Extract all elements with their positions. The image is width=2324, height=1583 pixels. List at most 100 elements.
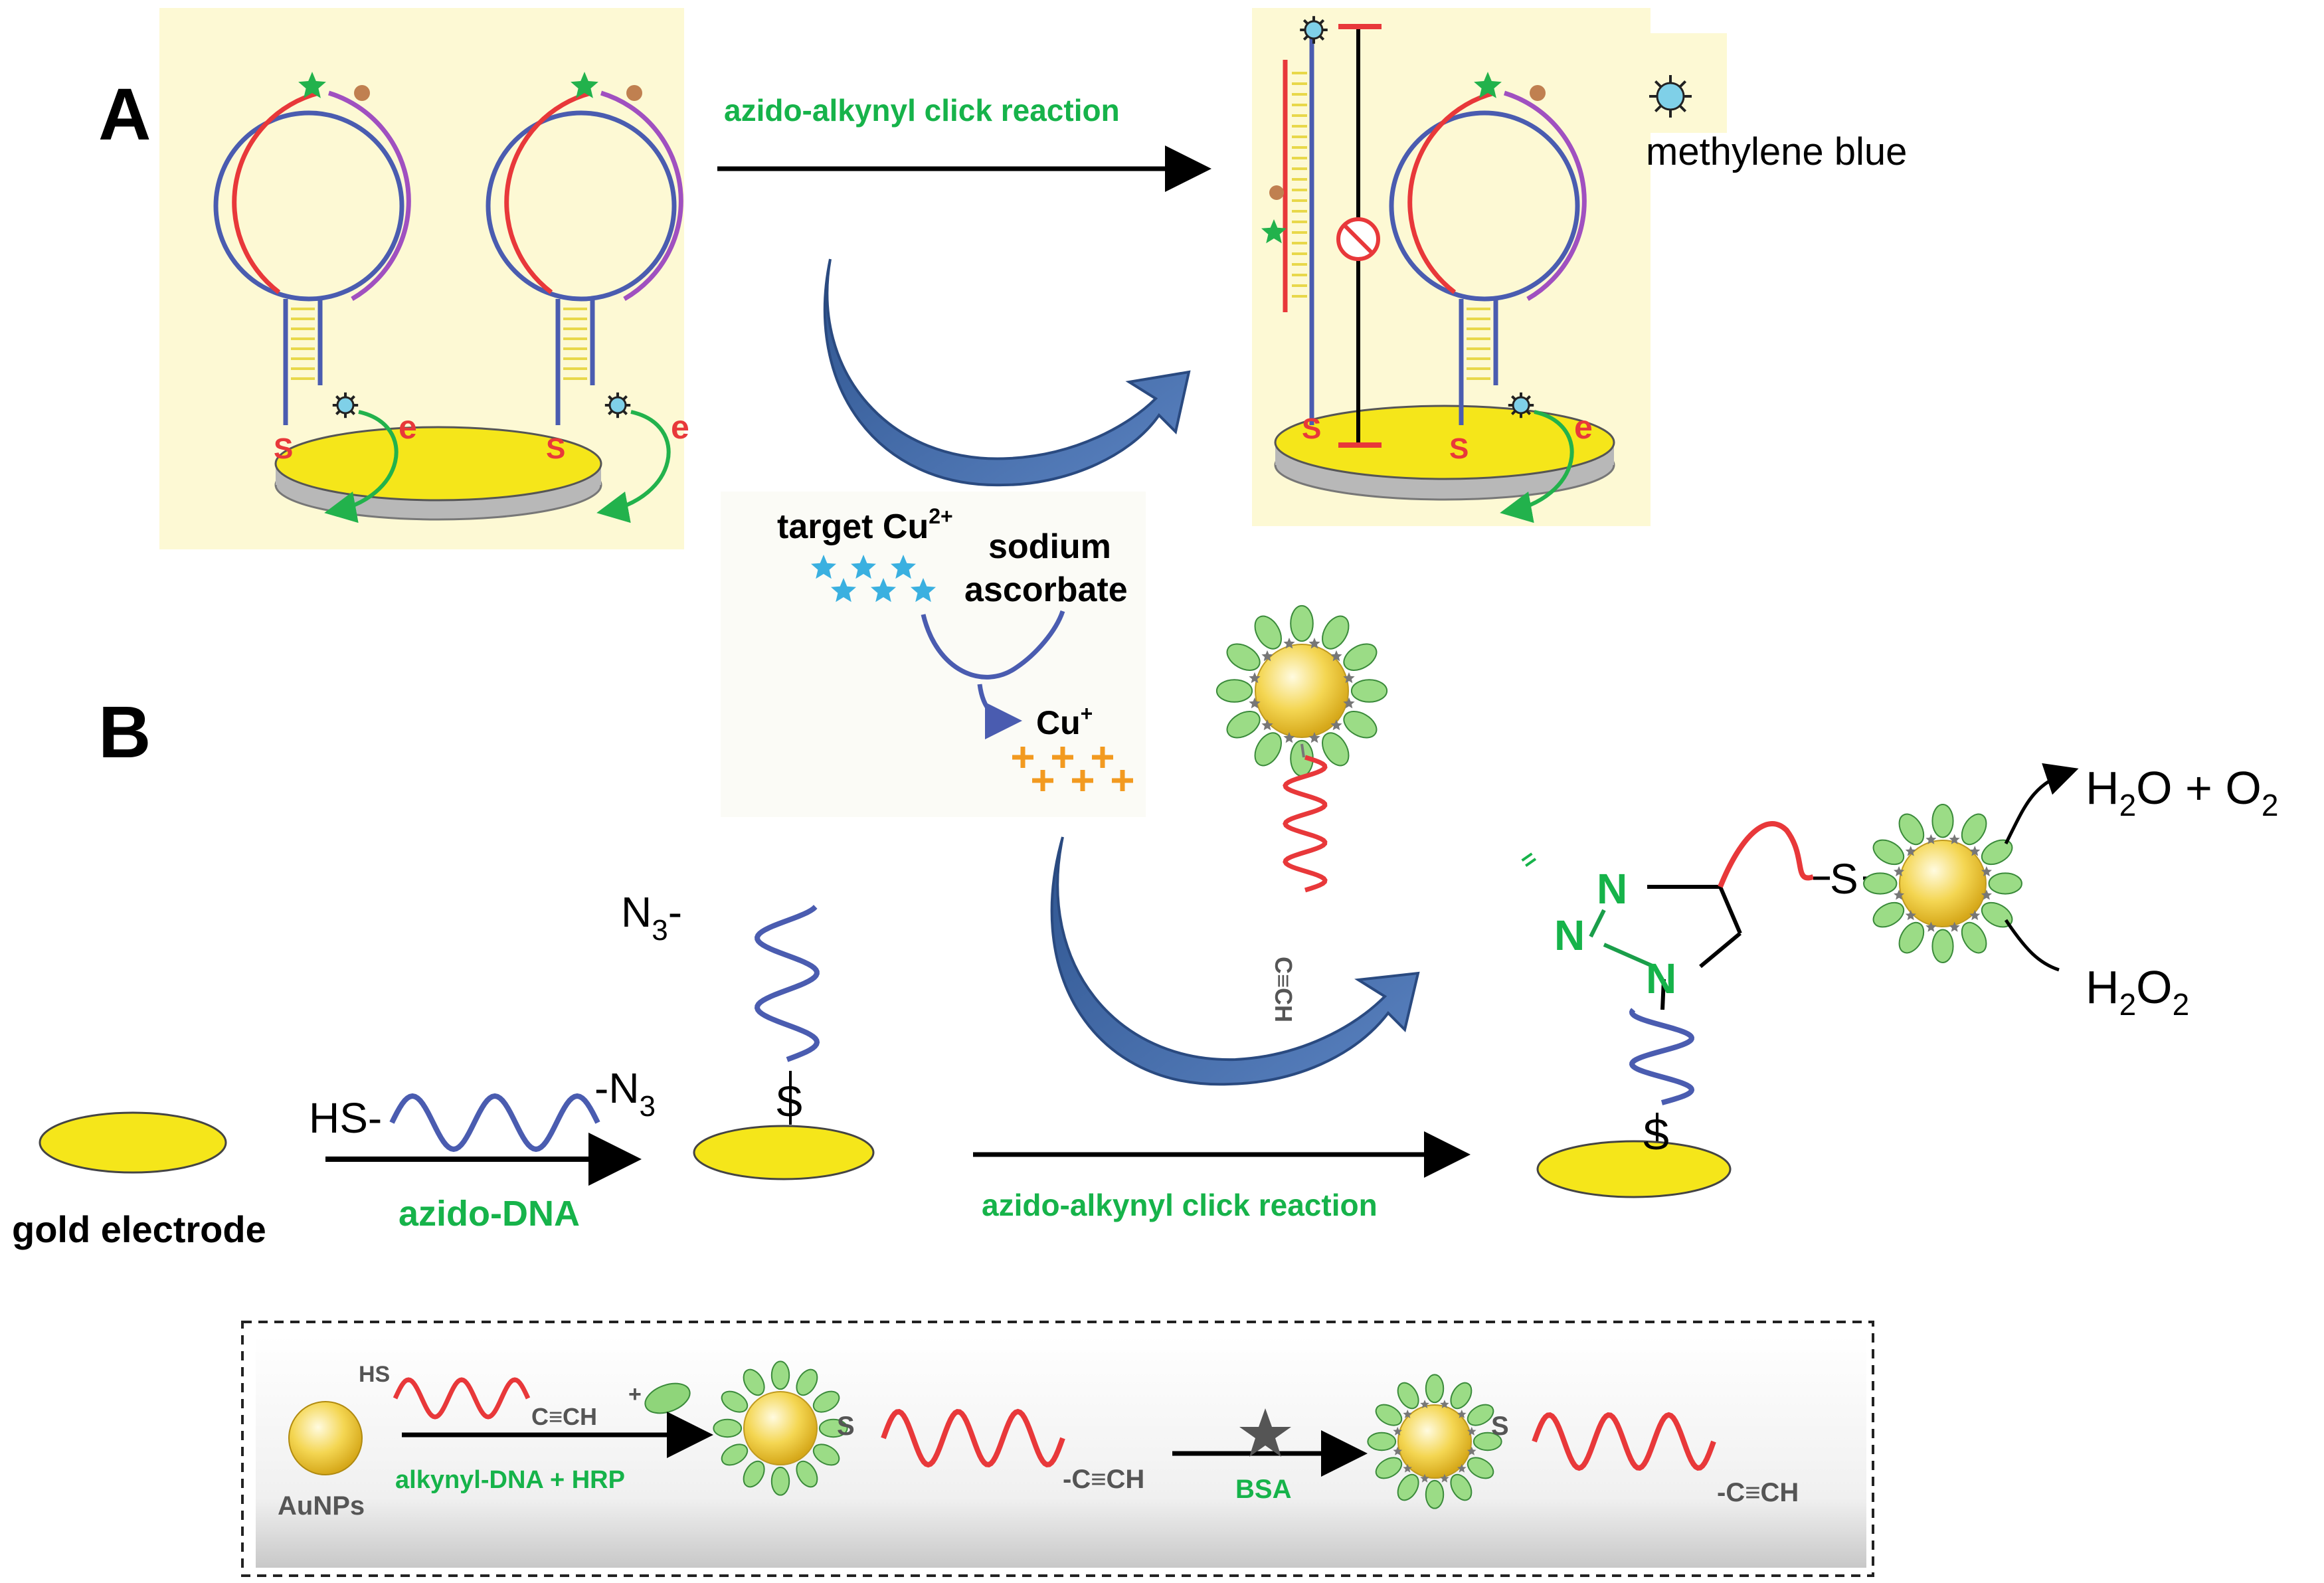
sulfur-label: S [1449,432,1469,465]
legend-label: methylene blue [1646,130,1907,173]
triazole-eq: = [1515,844,1542,875]
inset-s-2: S [1491,1412,1509,1441]
red-dna-strand [1283,755,1328,893]
bare-gold-electrode [39,1111,227,1174]
product-hrp-aunp [1863,804,2022,963]
gold-electrode-label: gold electrode [12,1208,266,1250]
bsa-star [1440,1400,1449,1408]
alkynyl-dna-aunp-probe [1215,605,1388,893]
bsa-star [1249,697,1261,709]
catalysis-arrow-out [2004,763,2079,845]
bsa-star [1949,921,1960,932]
hrp-enzyme [1397,1473,1419,1501]
bsa-star [1905,909,1916,921]
electron-label: e [671,409,689,446]
hrp-enzyme [1226,711,1261,739]
hrp-enzyme [1375,1404,1403,1426]
hrp-enzyme [1981,839,2013,866]
target-cu-label: target Cu2+ [777,504,953,546]
hrp-enzyme [796,1368,818,1396]
panel-a-letter: A [98,74,151,155]
bsa-star [1283,731,1295,743]
sulfur-label: S [1302,413,1321,445]
inset-dna-2 [881,1408,1065,1468]
panel-a-reaction-label: azido-alkynyl click reaction [724,93,1120,128]
hrp-enzyme [770,1466,790,1496]
n3-right-label: -N3 [594,1064,656,1123]
sulfur-label: S [546,432,565,465]
bsa-star [1330,650,1342,662]
hrp-enzyme [1343,711,1378,739]
electron-transfer-arrow [324,410,399,523]
s-bond [1300,743,1305,758]
ascorbate-label: ascorbate [964,571,1128,609]
aunp-bare [288,1401,363,1475]
hrp-enzyme [1290,605,1314,642]
hrp-enzyme [1322,615,1350,650]
gold-nanoparticle [1899,840,1987,927]
inset-step1-label: alkynyl-DNA + HRP [395,1466,625,1494]
electron-transfer-arrow [1500,410,1574,523]
sodium-label: sodium [988,527,1111,566]
methylene-blue-icon [604,392,631,419]
hrp-enzyme [1322,732,1350,767]
purple-arc [1503,90,1587,302]
hrp-enzyme [1872,901,1905,928]
bsa-star [1403,1463,1412,1473]
bsa-star [1467,1446,1476,1455]
hrp-enzyme [743,1368,765,1396]
bsa-star [1393,1426,1402,1436]
bsa-star [1261,719,1273,731]
methylene-blue-icon [1649,75,1692,118]
brown-marker [1269,185,1284,200]
brown-marker [1530,85,1546,101]
no-transfer-slash [1343,224,1374,254]
hairpin-probe: Se [213,72,417,523]
hrp-enzyme [1450,1382,1473,1410]
product-red-linker [1718,821,1815,888]
methylene-blue-icon [332,392,359,419]
hrp-icon [644,1382,691,1414]
methylene-blue-icon [1300,16,1328,44]
bsa-star [1261,650,1273,662]
hrp-enzyme [1450,1473,1473,1501]
triazole-n3: N [1646,955,1676,1002]
hrp-enzyme [1343,643,1378,671]
hrp-enzyme [713,1418,743,1438]
hrp-enzyme [1961,921,1987,954]
green-marker [1474,72,1502,98]
inset-background [256,1335,1866,1568]
inset-hrp-aunp-bsa [1367,1374,1502,1509]
hrp-enzyme [796,1460,818,1488]
triazole-ring: N N N = [1515,844,1742,1010]
inset-alkyne-1: C≡CH [531,1403,597,1430]
methylene-blue-legend-icon [1649,75,1692,118]
cu1-ion-plus-signs [1012,747,1133,791]
right-electrode [1274,405,1615,501]
hrp-enzyme [1467,1457,1494,1479]
bsa-star [1420,1400,1429,1408]
hrp-enzyme [1397,1382,1419,1410]
hairpin-probe: Se [1389,72,1593,523]
loop-blue [213,110,404,302]
triazole-n1: N [1597,865,1627,913]
brown-marker [354,85,370,101]
cu2-star [871,578,896,603]
bsa-star [1343,697,1355,709]
inset-alkyne-2: -C≡CH [1063,1465,1144,1494]
bsa-star [1981,866,1992,877]
hrp-enzyme [1226,643,1261,671]
hs-label: HS- [309,1094,382,1142]
hairpin-probe: Se [486,72,689,523]
azido-dna-label: azido-DNA [399,1194,580,1234]
hrp-enzyme [1931,804,1954,838]
n3-top-label: N3- [621,888,682,947]
bsa-star [1949,834,1960,844]
h2o-o2-label: H2O + O2 [2086,762,2278,822]
hrp-enzyme [812,1443,840,1466]
hrp-enzyme [1425,1479,1445,1509]
probe-alkyne-label: C≡CH [1270,957,1297,1022]
hrp-enzyme [1254,615,1282,650]
